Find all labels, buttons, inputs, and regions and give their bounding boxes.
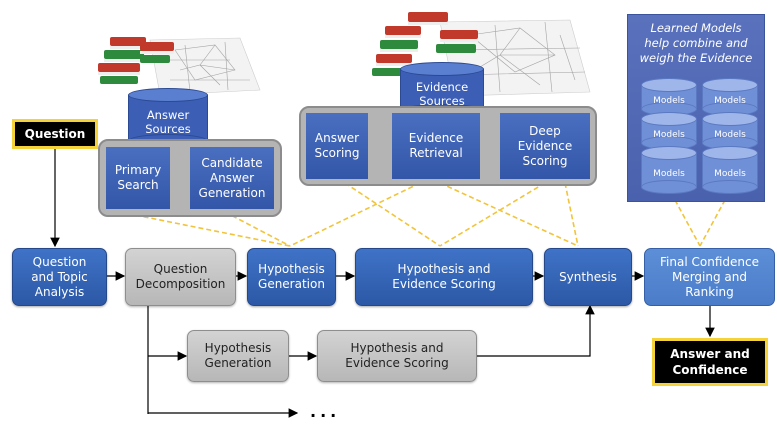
topic-analysis-line: and Topic (31, 269, 88, 284)
candidate-generation-line: Generation (198, 185, 266, 200)
more-branches-ellipsis: ... (310, 402, 341, 421)
answer-sources-line: Sources (145, 122, 191, 136)
synthesis-label: Synthesis (559, 269, 617, 284)
primary-search-line: Search (117, 178, 159, 192)
models-label: Models (714, 169, 746, 179)
question-box: Question (12, 119, 98, 149)
deep-scoring-line: Deep (529, 123, 561, 138)
models-label: Models (653, 169, 685, 179)
final-merging-line: Final Confidence (660, 254, 759, 269)
network-graph-answer (149, 37, 261, 96)
evidence-retrieval-line: Retrieval (409, 146, 463, 160)
final-merging-line: Ranking (685, 284, 734, 299)
hypothesis-evidence-scoring-line: Hypothesis and (397, 262, 491, 276)
models-database: Models (702, 146, 758, 194)
evidence-sources-line: Evidence (415, 80, 469, 94)
models-label: Models (653, 96, 685, 106)
learned-models-line: help combine and (644, 36, 748, 50)
models-label: Models (714, 130, 746, 140)
decomposition-line: Question (153, 262, 208, 276)
answer-line: Confidence (672, 363, 748, 377)
models-label: Models (714, 96, 746, 106)
models-database: Models (641, 78, 697, 116)
book-stack-icon (98, 37, 174, 84)
primary-search-line: Primary (114, 163, 162, 177)
candidate-generation-line: Answer (209, 170, 255, 185)
hypothesis-generation-line: Generation (258, 277, 325, 291)
models-database: Models (702, 112, 758, 150)
models-database: Models (702, 78, 758, 116)
evidence-retrieval-line: Evidence (408, 131, 464, 145)
evidence-sources-line: Sources (419, 94, 465, 108)
book-stack-icon (372, 12, 478, 76)
answer-scoring-line: Scoring (314, 146, 360, 160)
deep-scoring-line: Evidence (517, 138, 573, 153)
evidence-dashed-connectors (119, 182, 726, 247)
models-label: Models (653, 130, 685, 140)
branch-scoring-line: Evidence Scoring (345, 356, 449, 370)
learned-models-line: weigh the Evidence (639, 51, 753, 65)
answer-line: Answer and (670, 347, 750, 361)
hypothesis-generation-line: Hypothesis (258, 262, 325, 276)
candidate-generation-line: Candidate (201, 155, 263, 170)
deep-scoring-line: Scoring (522, 153, 568, 168)
synthesis-box: Synthesis (544, 248, 632, 306)
answer-sources-line: Answer (146, 108, 190, 122)
question-label: Question (24, 127, 86, 141)
models-database: Models (641, 112, 697, 150)
answer-scoring-line: Answer (314, 131, 360, 145)
topic-analysis-line: Analysis (34, 284, 85, 299)
hypothesis-evidence-scoring-line: Evidence Scoring (392, 277, 496, 291)
final-merging-line: Merging and (671, 269, 747, 284)
branch-hypothesis-line: Hypothesis (204, 341, 272, 355)
branch-scoring-line: Hypothesis and (350, 341, 444, 355)
learned-models-caption: Learned Models help combine and weigh th… (628, 21, 764, 66)
branch-hypothesis-line: Generation (204, 356, 272, 370)
decomposition-line: Decomposition (135, 277, 226, 291)
models-database: Models (641, 146, 697, 194)
learned-models-line: Learned Models (650, 21, 742, 35)
topic-analysis-line: Question (32, 254, 87, 269)
